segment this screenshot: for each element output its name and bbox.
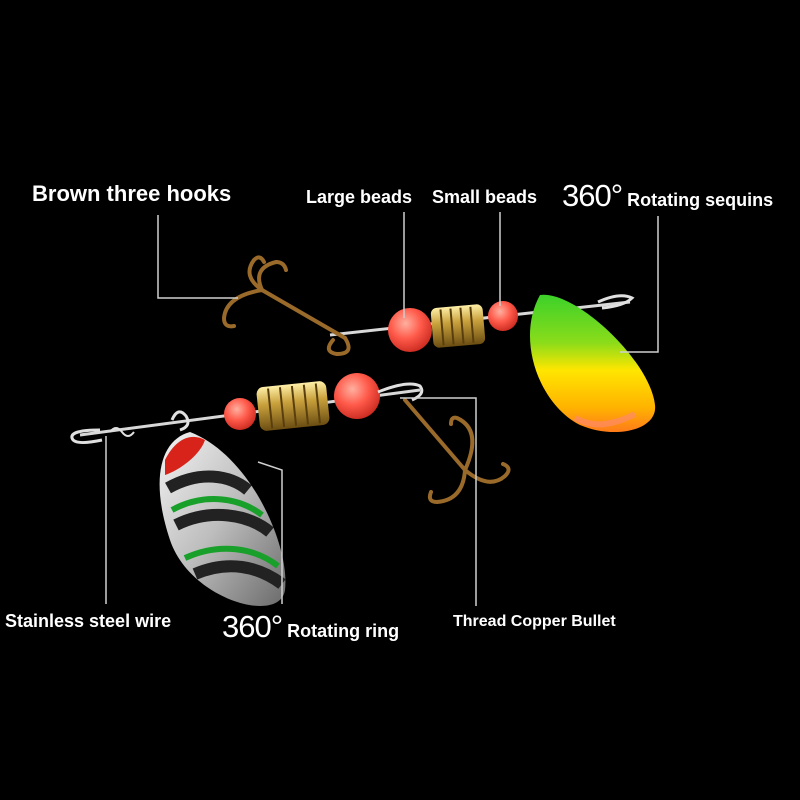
upper-copper-bullet [430,304,486,348]
leader-lines [105,212,659,606]
leader-bullet [400,397,477,606]
label-rotating-ring-text: Rotating ring [287,621,400,641]
label-stainless-steel-wire: Stainless steel wire [5,611,172,631]
label-rotating-sequins-degree: 360° [562,178,623,213]
label-thread-copper-bullet: Thread Copper Bullet [453,613,616,630]
lower-small-bead [224,398,256,430]
upper-small-bead [488,301,518,331]
upper-treble-hook [221,255,351,357]
lower-large-bead [334,373,380,419]
leader-sequins [620,216,659,353]
label-large-beads: Large beads [306,187,413,207]
upper-lure [221,255,656,433]
lower-sequin-blade [159,432,286,606]
label-small-beads: Small beads [432,187,538,207]
lower-copper-bullet [256,381,330,431]
lower-treble-hook [403,398,511,505]
label-rotating-ring-degree: 360° [222,609,283,644]
leader-hooks [157,215,238,299]
label-rotating-sequins-text: Rotating sequins [627,190,774,210]
label-rotating-ring: 360° Rotating ring [222,611,399,642]
upper-sequin-blade [529,294,656,433]
lower-lure [70,373,511,606]
leader-ring [257,461,283,604]
upper-large-bead [388,308,432,352]
label-rotating-sequins: 360° Rotating sequins [562,180,773,211]
label-brown-three-hooks: Brown three hooks [32,181,232,206]
